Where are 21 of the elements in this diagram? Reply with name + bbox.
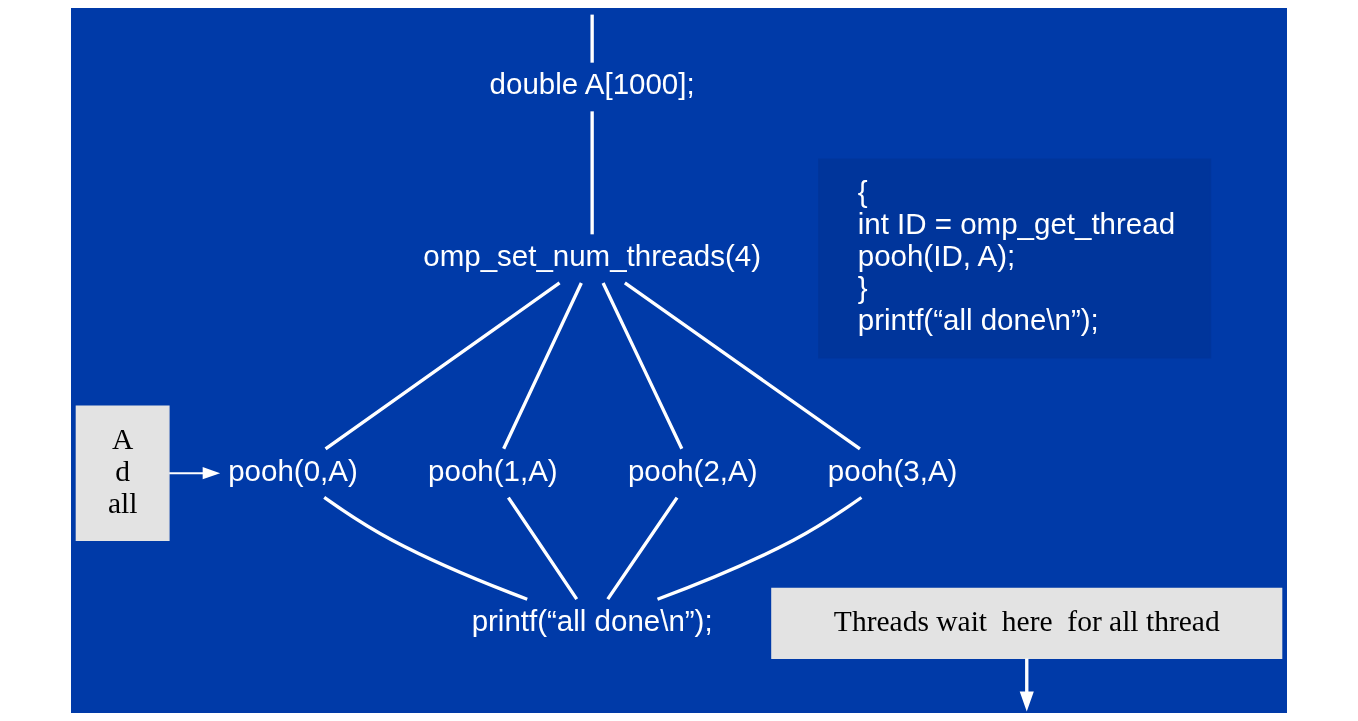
- connector: [601, 282, 684, 450]
- node-text: pooh(3,A): [827, 453, 958, 487]
- node-text: printf(“all done\n”);: [471, 603, 713, 637]
- node-text: omp_set_num_threads(4): [423, 239, 762, 273]
- connector: [507, 496, 579, 601]
- connector: [656, 496, 863, 601]
- connector: [590, 111, 594, 235]
- node-box: Threads wait here for all thread: [771, 587, 1283, 659]
- connector: [323, 496, 528, 601]
- connector: [502, 282, 583, 450]
- node-text: double A[1000];: [489, 67, 695, 101]
- connector: [324, 281, 561, 451]
- node-text: pooh(1,A): [428, 453, 558, 487]
- arrow: [1019, 658, 1034, 712]
- connector: [590, 14, 594, 63]
- node-box: A d all: [75, 405, 170, 541]
- node-text: pooh(0,A): [228, 453, 358, 487]
- node-text: pooh(2,A): [627, 453, 758, 487]
- arrow: [169, 467, 221, 480]
- connector: [623, 281, 861, 451]
- connector: [606, 496, 679, 601]
